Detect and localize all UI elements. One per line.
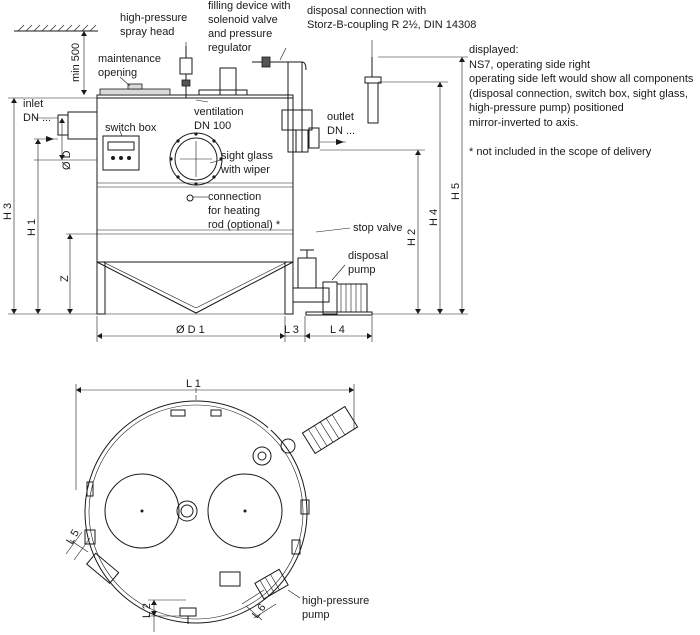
filling-device-label: filling device with solenoid valve and p… [208, 0, 294, 54]
dimension-h3: H 3 [2, 97, 97, 314]
displayed-heading: displayed: [469, 44, 519, 56]
hp-pump-leader [287, 589, 301, 599]
h4-label: H 4 [428, 209, 440, 226]
h2-label: H 2 [406, 229, 418, 246]
side-leader-lines [119, 40, 373, 281]
spray-head-device [179, 46, 193, 98]
stop-valve [292, 249, 330, 303]
inlet-label: inlet DN ... [23, 98, 51, 124]
z-label: Z [59, 275, 71, 282]
l4-label: L 4 [330, 324, 345, 336]
dimension-h2: H 2 [320, 149, 425, 314]
dimension-h4: H 4 [378, 81, 448, 314]
disposal-connection [364, 57, 382, 124]
switch-box [102, 135, 140, 171]
min-500-label: min 500 [70, 43, 82, 82]
mirror-note-line: high-pressure pump) positioned [469, 102, 624, 114]
l1-label: L 1 [186, 378, 201, 390]
l5-label: L 5 [64, 528, 82, 547]
top-view [84, 388, 359, 624]
disposal-connection-label: disposal connection with Storz-B-couplin… [307, 5, 476, 31]
outlet-label: outlet DN ... [327, 111, 357, 137]
h3-label: H 3 [2, 203, 14, 220]
heating-connection-port [186, 194, 194, 202]
dimension-l4: L 4 [305, 316, 373, 342]
ns7-note: NS7, operating side right [469, 58, 591, 71]
phi-d1-label: Ø D 1 [176, 324, 205, 336]
heating-connection-label: connection for heating rod (optional) * [208, 191, 281, 231]
note-spacer [469, 130, 697, 145]
filling-device-pipe [252, 56, 313, 153]
dimension-l2: L 2 [141, 599, 186, 632]
l3-label: L 3 [284, 324, 299, 336]
maintenance-opening [99, 83, 171, 96]
dimension-h1: H 1 [26, 139, 41, 314]
stop-valve-label: stop valve [353, 222, 403, 234]
mirror-note-line: (disposal connection, switch box, sight … [469, 87, 688, 100]
notes-panel: displayed: NS7, operating side right ope… [469, 43, 697, 160]
maintenance-opening-label: maintenance opening [98, 53, 164, 79]
dimension-phi-d: Ø D [34, 117, 97, 170]
switch-box-label: switch box [105, 122, 157, 134]
inlet-pipe [34, 111, 98, 142]
l6-label: L 6 [250, 602, 269, 621]
high-pressure-pump-label: high-pressure pump [302, 595, 372, 621]
min-500-dimension: min 500 [70, 31, 87, 95]
dimension-l1: L 1 [75, 378, 355, 490]
dimension-l5: L 5 [64, 528, 91, 561]
sight-glass-label: sight glass with wiper [220, 150, 276, 176]
outlet-pipe [308, 127, 346, 149]
disposal-pump [305, 281, 373, 316]
h1-label: H 1 [26, 219, 38, 236]
dimension-l3: L 3 [284, 316, 306, 342]
ventilation-label: ventilation DN 100 [194, 106, 247, 132]
l2-label: L 2 [141, 603, 153, 618]
ventilation-pipe [198, 67, 248, 96]
footnote: * not included in the scope of delivery [469, 146, 652, 158]
phi-d-label: Ø D [61, 150, 73, 170]
dimension-z: Z [8, 233, 97, 315]
h5-label: H 5 [450, 183, 462, 200]
tank-body [96, 94, 294, 315]
ceiling-hatch [14, 24, 98, 32]
spray-head-label: high-pressure spray head [120, 12, 190, 38]
dimension-h5: H 5 [372, 56, 468, 315]
disposal-pump-label: disposal pump [348, 250, 391, 276]
dimension-phi-d1: Ø D 1 [96, 316, 286, 342]
sight-glass [169, 132, 223, 186]
mirror-note-line: mirror-inverted to axis. [469, 116, 579, 129]
mirror-note-line: operating side left would show all compo… [469, 73, 694, 85]
